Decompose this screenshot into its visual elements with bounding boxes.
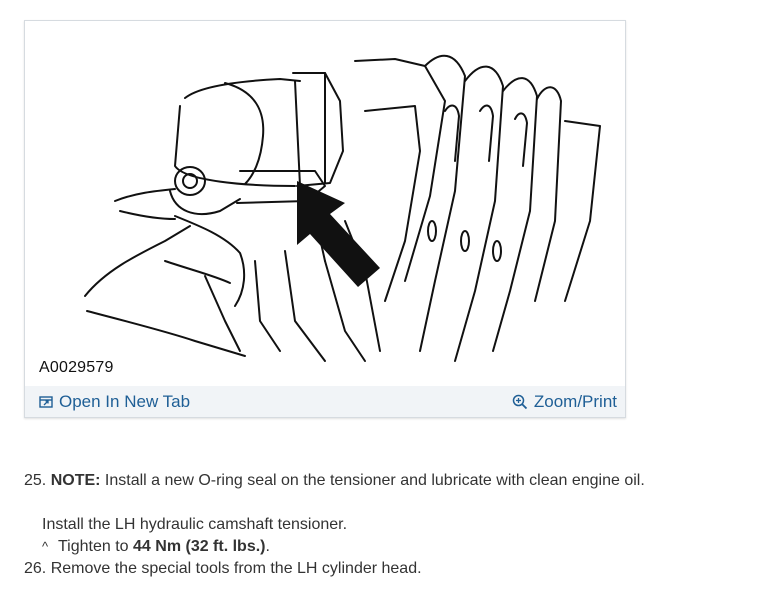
- tensioner-illustration: [84, 54, 601, 362]
- substep-end: .: [265, 538, 270, 555]
- substep-text: Tighten to: [58, 538, 134, 555]
- zoom-print-label: Zoom/Print: [533, 392, 617, 411]
- step-25: 25. NOTE: Install a new O-ring seal on t…: [24, 470, 744, 492]
- spacer: [24, 492, 744, 514]
- step-25-instruction: Install the LH hydraulic camshaft tensio…: [42, 516, 348, 533]
- substep-marker: ^: [42, 539, 49, 554]
- step-26: 26. Remove the special tools from the LH…: [24, 558, 744, 580]
- zoom-print-link[interactable]: Zoom/Print: [512, 392, 617, 412]
- step-25-substep: ^ Tighten to 44 Nm (32 ft. lbs.).: [24, 536, 744, 558]
- open-in-new-tab-label: Open In New Tab: [59, 392, 191, 411]
- figure-id: A0029579: [39, 359, 114, 376]
- figure-card: A0029579 Open In New Tab Zoo: [24, 20, 626, 418]
- note-label: NOTE:: [50, 472, 101, 489]
- note-text: Install a new O-ring seal on the tension…: [100, 472, 645, 489]
- external-tab-icon: [39, 395, 53, 409]
- step-number: 26.: [24, 560, 47, 577]
- step-text: Remove the special tools from the LH cyl…: [46, 560, 422, 577]
- procedure-steps: 25. NOTE: Install a new O-ring seal on t…: [24, 470, 744, 580]
- torque-spec: 44 Nm (32 ft. lbs.): [133, 538, 266, 555]
- figure-toolbar: Open In New Tab Zoom/Print: [25, 386, 625, 417]
- step-number: 25.: [24, 472, 47, 489]
- open-in-new-tab-link[interactable]: Open In New Tab: [39, 392, 190, 412]
- magnifier-plus-icon: [512, 394, 528, 410]
